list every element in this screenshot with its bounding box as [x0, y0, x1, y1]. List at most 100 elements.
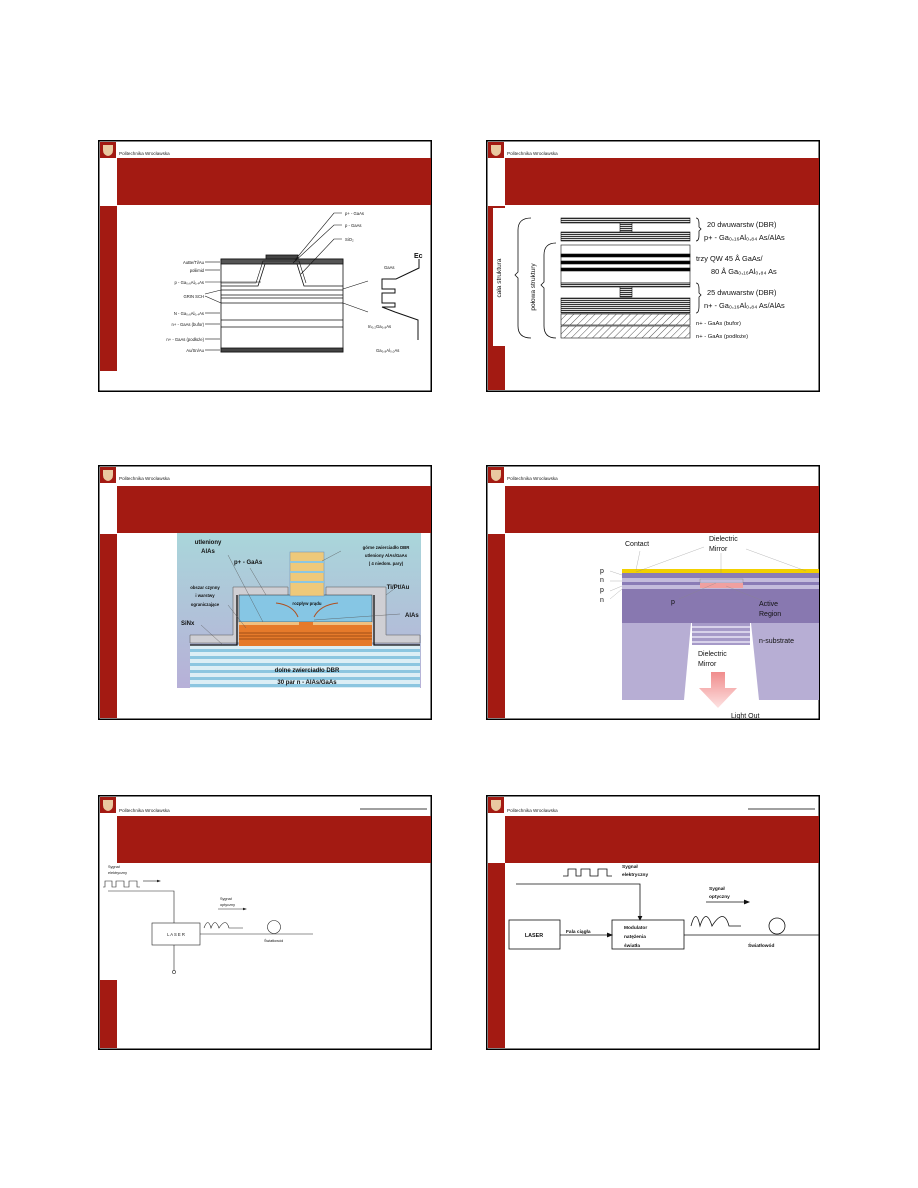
label-oxidized-1: utleniony: [195, 540, 222, 546]
oxide-vcsel-image: [177, 533, 421, 688]
label-top-dbr-3: ( 4 niedom. pary): [369, 561, 404, 566]
label-layer-p1: p: [600, 568, 604, 575]
title-banner: [117, 816, 431, 863]
label-p-center: p: [671, 599, 675, 606]
label-contact: Contact: [625, 541, 649, 548]
side-bar: [488, 534, 505, 718]
label-p-gaas: p - GaAs: [345, 223, 362, 228]
label-dielectric-mirror-bottom-2: Mirror: [698, 661, 717, 668]
slide-6-external-modulation: Politechnika Wrocławska Sygnał elektrycz…: [486, 795, 820, 1050]
label-poliimid: poliimid: [190, 268, 205, 273]
label-aube: AuBe/Ti/Au: [183, 260, 205, 265]
university-logo: [488, 467, 504, 483]
label-fiber: Światłowód: [748, 942, 774, 949]
label-electric-signal-2: elektryczny: [108, 871, 127, 875]
label-dielectric-mirror-top-2: Mirror: [709, 546, 728, 553]
label-layer-n1: n: [600, 577, 604, 584]
slide-5-direct-modulation: Politechnika Wrocławska Sygnał elektrycz…: [98, 795, 432, 1050]
label-half-structure: połowa struktury: [530, 263, 537, 311]
slide-4-bottom-emitting-vcsel: Politechnika Wrocławska Contact Dielectr…: [486, 465, 820, 720]
institution-name: Politechnika Wrocławska: [119, 151, 170, 156]
modulator-label-3: światła: [624, 943, 640, 949]
label-ingaas: In₀,₂Ga₀,₈As: [368, 324, 391, 329]
label-ausn: Au/Sn/Au: [186, 348, 204, 353]
label-podloze: n+ - GaAs (podłoże): [696, 334, 748, 340]
label-electric-signal-1: Sygnał: [622, 864, 638, 870]
institution-name: Politechnika Wrocławska: [507, 476, 558, 481]
vcsel-cross-section-image: [609, 546, 819, 708]
university-logo: [488, 797, 504, 813]
laser-structure-diagram: [204, 212, 420, 353]
modulator-label-1: Modulator: [624, 925, 647, 931]
university-logo: [100, 797, 116, 813]
label-ec: Ec: [414, 253, 423, 260]
label-bufor: n+ - GaAs (bufor): [172, 322, 205, 327]
label-continuous-wave: Fala ciągła: [566, 929, 591, 935]
label-dbr-20: 20 dwuwarstw (DBR): [707, 220, 776, 229]
university-logo: [100, 467, 116, 483]
label-active-3: ograniczające: [191, 602, 220, 607]
laser-block: LASER: [525, 933, 543, 939]
label-fiber: Światłowód: [264, 938, 283, 943]
label-p-gaas: p+ - GaAs: [234, 560, 263, 566]
label-active-1: obszar czynny: [190, 585, 220, 590]
label-layer-p2: p: [600, 587, 604, 594]
label-podloze: n+ - GaAs (podłoże): [166, 337, 204, 342]
label-electric-signal-2: elektryczny: [622, 872, 648, 878]
label-qw-1: trzy QW 45 Å GaAs/: [696, 254, 763, 263]
label-qw-2: 80 Å Ga₀,₁₆Al₀,₈₄ As: [711, 267, 777, 276]
slide-3-oxide-vcsel: Politechnika Wrocławska utleniony AlAs p…: [98, 465, 432, 720]
title-banner: [505, 158, 819, 205]
institution-name: Politechnika Wrocławska: [507, 808, 558, 813]
title-banner: [117, 486, 431, 533]
side-bar: [100, 534, 117, 718]
label-bottom-dbr-1: dolne zwierciadło DBR: [275, 668, 340, 674]
label-optical-signal-2: optyczny: [220, 903, 235, 907]
title-banner: [505, 816, 819, 863]
label-dielectric-mirror-top-1: Dielectric: [709, 536, 738, 543]
external-modulation-diagram: [508, 868, 819, 950]
vcsel-layer-stack: [514, 217, 702, 339]
label-sio2: SiO₂: [345, 237, 354, 242]
label-dielectric-mirror-bottom-1: Dielectric: [698, 651, 727, 658]
label-optical-signal-2: optyczny: [709, 894, 730, 900]
laser-block: L A S E R: [167, 932, 185, 937]
label-n-gaal: N - Ga₀,₆Al₀,₄As: [174, 311, 204, 316]
label-bottom-dbr-2: 30 par n - AlAs/GaAs: [277, 680, 337, 686]
label-p-gaal: p - Ga₀,₆Al₀,₄As: [175, 280, 204, 285]
label-light-out: Light Out: [731, 713, 759, 720]
institution-name: Politechnika Wrocławska: [119, 476, 170, 481]
slide-1-edge-emitting-laser: Politechnika Wrocławska p+ - GaAs p - Ga…: [98, 140, 432, 392]
label-gaalas: Ga₀,₈Al₀,₂As: [376, 348, 399, 353]
title-banner: [505, 486, 819, 533]
label-layer-n2: n: [600, 597, 604, 604]
label-top-dbr-1: górne zwierciadło DBR: [363, 545, 411, 550]
side-bar: [100, 980, 117, 1048]
label-optical-signal-1: Sygnał: [220, 897, 232, 901]
label-sinx: SiNx: [181, 621, 195, 627]
label-oxidized-2: AlAs: [201, 549, 215, 555]
side-bar: [488, 863, 505, 1048]
label-n-substrate: n-substrate: [759, 638, 794, 645]
label-n-dbr: n+ - Ga₀,₁₆Al₀,₈₄ As/AlAs: [704, 301, 785, 310]
label-p-dbr: p+ - Ga₀,₁₆Al₀,₈₄ As/AlAs: [704, 233, 785, 242]
title-banner: [117, 158, 431, 205]
label-gaas: GaAs: [384, 265, 394, 270]
direct-modulation-diagram: [103, 879, 313, 974]
side-bar: [100, 206, 117, 371]
label-dbr-25: 25 dwuwarstw (DBR): [707, 288, 776, 297]
label-top-dbr-2: utleniony AlAs/GaAs: [365, 553, 408, 558]
label-active-region-2: Region: [759, 611, 781, 618]
slide-2-vcsel-structure: Politechnika Wrocławska 20 dwuwarstw (DB…: [486, 140, 820, 392]
institution-name: Politechnika Wrocławska: [119, 808, 170, 813]
label-active-region-1: Active: [759, 601, 778, 608]
label-active-2: i warstwy: [195, 593, 215, 598]
modulator-label-2: natężenia: [624, 934, 646, 940]
university-logo: [488, 142, 504, 158]
label-bufor: n+ - GaAs (bufor): [696, 321, 741, 327]
label-electric-signal-1: Sygnał: [108, 865, 120, 869]
label-p-plus-gaas: p+ - GaAs: [345, 211, 364, 216]
label-optical-signal-1: Sygnał: [709, 886, 725, 892]
university-logo: [100, 142, 116, 158]
label-whole-structure: cała struktura: [496, 258, 503, 297]
